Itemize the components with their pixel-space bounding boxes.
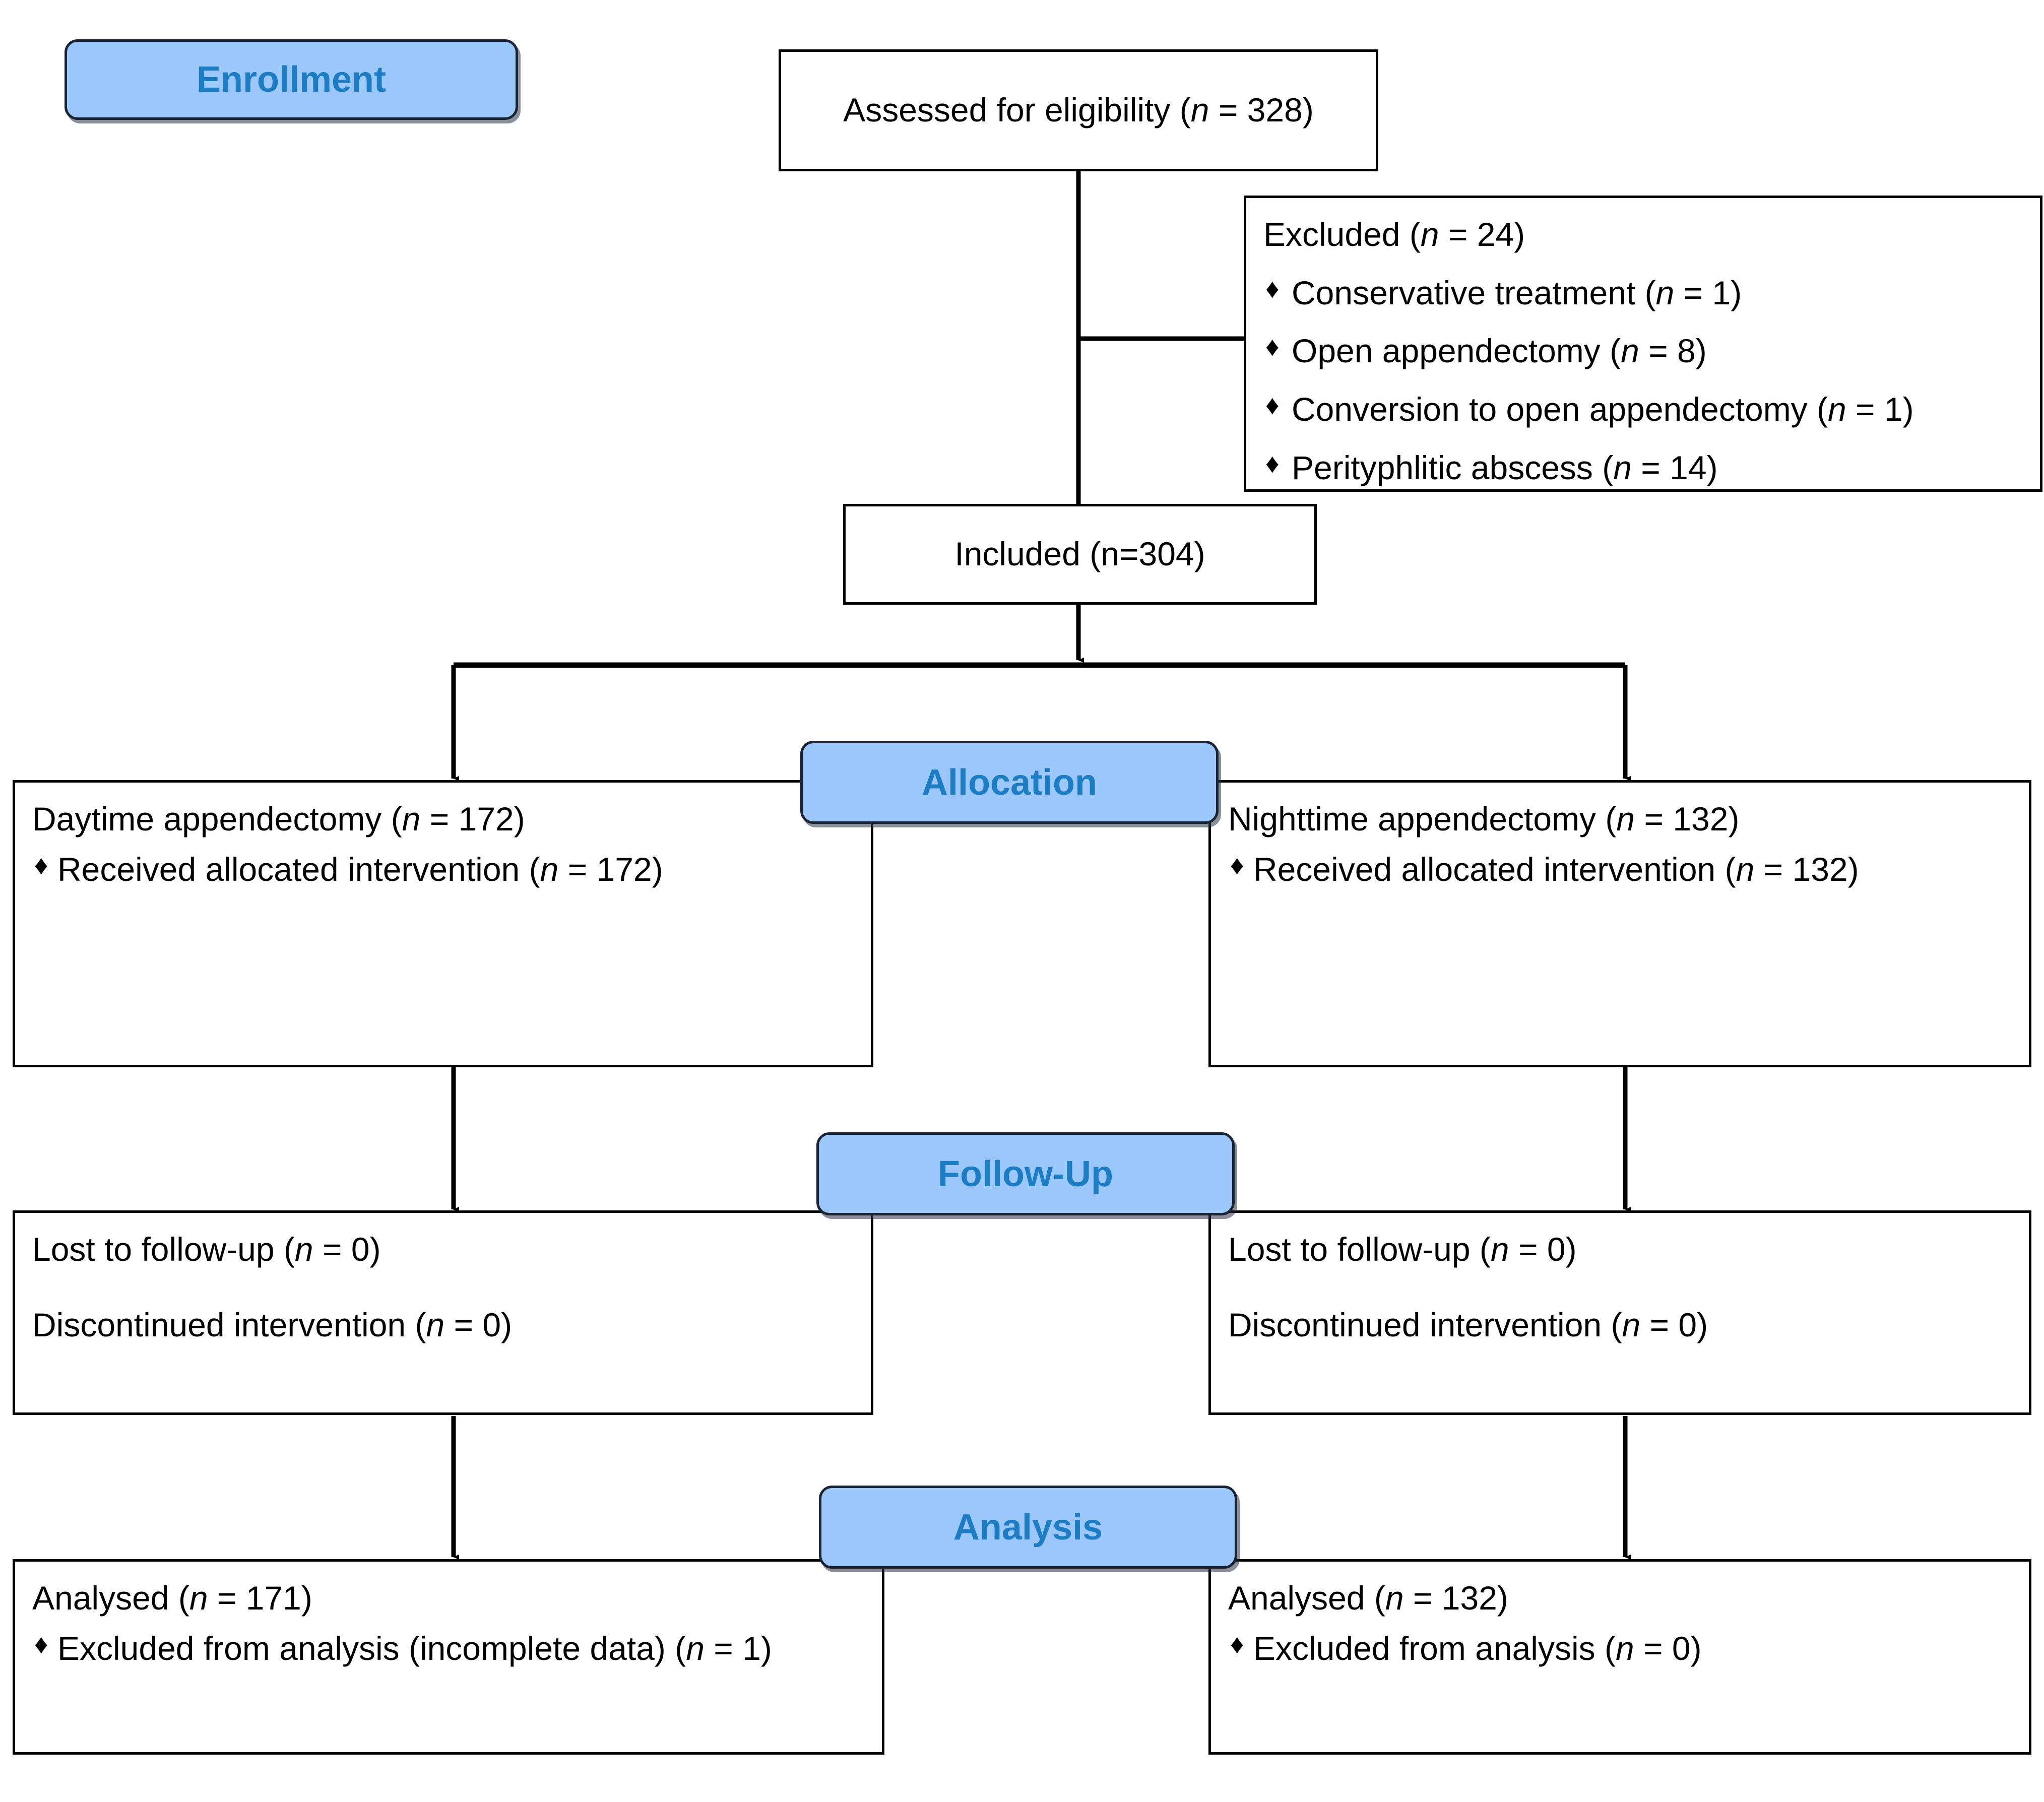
analysis-right-heading: Analysed (n = 132) bbox=[1228, 1579, 1508, 1617]
allocation-right-heading: Nighttime appendectomy (n = 132) bbox=[1228, 800, 1740, 838]
allocation-left-item-label: Received allocated intervention (n = 172… bbox=[57, 850, 663, 888]
stage-badge-allocation-label: Allocation bbox=[921, 762, 1097, 803]
box-excluded: Excluded (n = 24) ♦ Conservative treatme… bbox=[1244, 196, 2042, 492]
diamond-bullet-icon: ♦ bbox=[1230, 850, 1244, 880]
analysis-left-item-label: Excluded from analysis (incomplete data)… bbox=[57, 1629, 772, 1667]
list-item: ♦ Perityphlitic abscess (n = 14) bbox=[1263, 444, 2023, 492]
diamond-bullet-icon: ♦ bbox=[34, 1629, 48, 1659]
excluded-reason-label: Conservative treatment (n = 1) bbox=[1292, 274, 1742, 311]
stage-badge-analysis-label: Analysis bbox=[953, 1507, 1103, 1548]
box-allocation-nighttime: Nighttime appendectomy (n = 132) ♦ Recei… bbox=[1208, 780, 2031, 1067]
connector-split-bar bbox=[451, 662, 1631, 781]
box-allocation-daytime: Daytime appendectomy (n = 172) ♦ Receive… bbox=[13, 780, 873, 1067]
excluded-heading: Excluded (n = 24) bbox=[1263, 216, 1525, 253]
list-item: ♦ Received allocated intervention (n = 1… bbox=[1228, 846, 2012, 893]
allocation-right-list: ♦ Received allocated intervention (n = 1… bbox=[1228, 846, 2012, 893]
stage-badge-analysis[interactable]: Analysis bbox=[819, 1486, 1237, 1569]
box-followup-nighttime: Lost to follow-up (n = 0) Discontinued i… bbox=[1208, 1210, 2031, 1415]
spacer bbox=[32, 1273, 854, 1302]
spacer bbox=[1228, 1273, 2012, 1302]
list-item: ♦ Open appendectomy (n = 8) bbox=[1263, 328, 2023, 375]
diamond-bullet-icon: ♦ bbox=[1265, 390, 1280, 421]
stage-badge-enrollment-label: Enrollment bbox=[196, 59, 387, 100]
followup-right-lost: Lost to follow-up (n = 0) bbox=[1228, 1231, 1577, 1268]
analysis-left-list: ♦ Excluded from analysis (incomplete dat… bbox=[32, 1625, 865, 1672]
excluded-reason-label: Conversion to open appendectomy (n = 1) bbox=[1292, 391, 1914, 428]
allocation-left-list: ♦ Received allocated intervention (n = 1… bbox=[32, 846, 854, 893]
analysis-right-list: ♦ Excluded from analysis (n = 0) bbox=[1228, 1625, 2012, 1672]
diamond-bullet-icon: ♦ bbox=[1265, 332, 1280, 362]
diamond-bullet-icon: ♦ bbox=[1265, 448, 1280, 479]
list-item: ♦ Excluded from analysis (incomplete dat… bbox=[32, 1625, 865, 1672]
box-analysis-daytime: Analysed (n = 171) ♦ Excluded from analy… bbox=[13, 1559, 884, 1755]
box-assessed-for-eligibility: Assessed for eligibility (n = 328) bbox=[779, 49, 1378, 171]
box-included: Included (n=304) bbox=[843, 504, 1317, 605]
stage-badge-followup-label: Follow-Up bbox=[938, 1153, 1113, 1194]
stage-badge-followup[interactable]: Follow-Up bbox=[816, 1132, 1235, 1215]
list-item: ♦ Conversion to open appendectomy (n = 1… bbox=[1263, 386, 2023, 433]
excluded-reason-label: Open appendectomy (n = 8) bbox=[1292, 332, 1707, 370]
allocation-left-heading: Daytime appendectomy (n = 172) bbox=[32, 800, 525, 838]
box-followup-daytime: Lost to follow-up (n = 0) Discontinued i… bbox=[13, 1210, 873, 1415]
list-item: ♦ Excluded from analysis (n = 0) bbox=[1228, 1625, 2012, 1672]
box-analysis-nighttime: Analysed (n = 132) ♦ Excluded from analy… bbox=[1208, 1559, 2031, 1755]
list-item: ♦ Conservative treatment (n = 1) bbox=[1263, 270, 2023, 317]
stage-badge-enrollment[interactable]: Enrollment bbox=[65, 39, 518, 120]
diamond-bullet-icon: ♦ bbox=[34, 850, 48, 880]
diamond-bullet-icon: ♦ bbox=[1230, 1629, 1244, 1659]
excluded-reason-list: ♦ Conservative treatment (n = 1) ♦ Open … bbox=[1263, 270, 2023, 492]
followup-right-discontinued: Discontinued intervention (n = 0) bbox=[1228, 1306, 1708, 1343]
assessed-for-eligibility-text: Assessed for eligibility (n = 328) bbox=[843, 91, 1314, 129]
excluded-reason-label: Perityphlitic abscess (n = 14) bbox=[1292, 448, 1718, 486]
list-item: ♦ Received allocated intervention (n = 1… bbox=[32, 846, 854, 893]
allocation-right-item-label: Received allocated intervention (n = 132… bbox=[1253, 850, 1859, 888]
diamond-bullet-icon: ♦ bbox=[1265, 273, 1280, 304]
followup-left-lost: Lost to follow-up (n = 0) bbox=[32, 1231, 381, 1268]
analysis-left-heading: Analysed (n = 171) bbox=[32, 1579, 312, 1617]
included-text: Included (n=304) bbox=[954, 535, 1205, 573]
analysis-right-item-label: Excluded from analysis (n = 0) bbox=[1253, 1629, 1702, 1667]
followup-left-discontinued: Discontinued intervention (n = 0) bbox=[32, 1306, 513, 1343]
stage-badge-allocation[interactable]: Allocation bbox=[800, 741, 1219, 824]
